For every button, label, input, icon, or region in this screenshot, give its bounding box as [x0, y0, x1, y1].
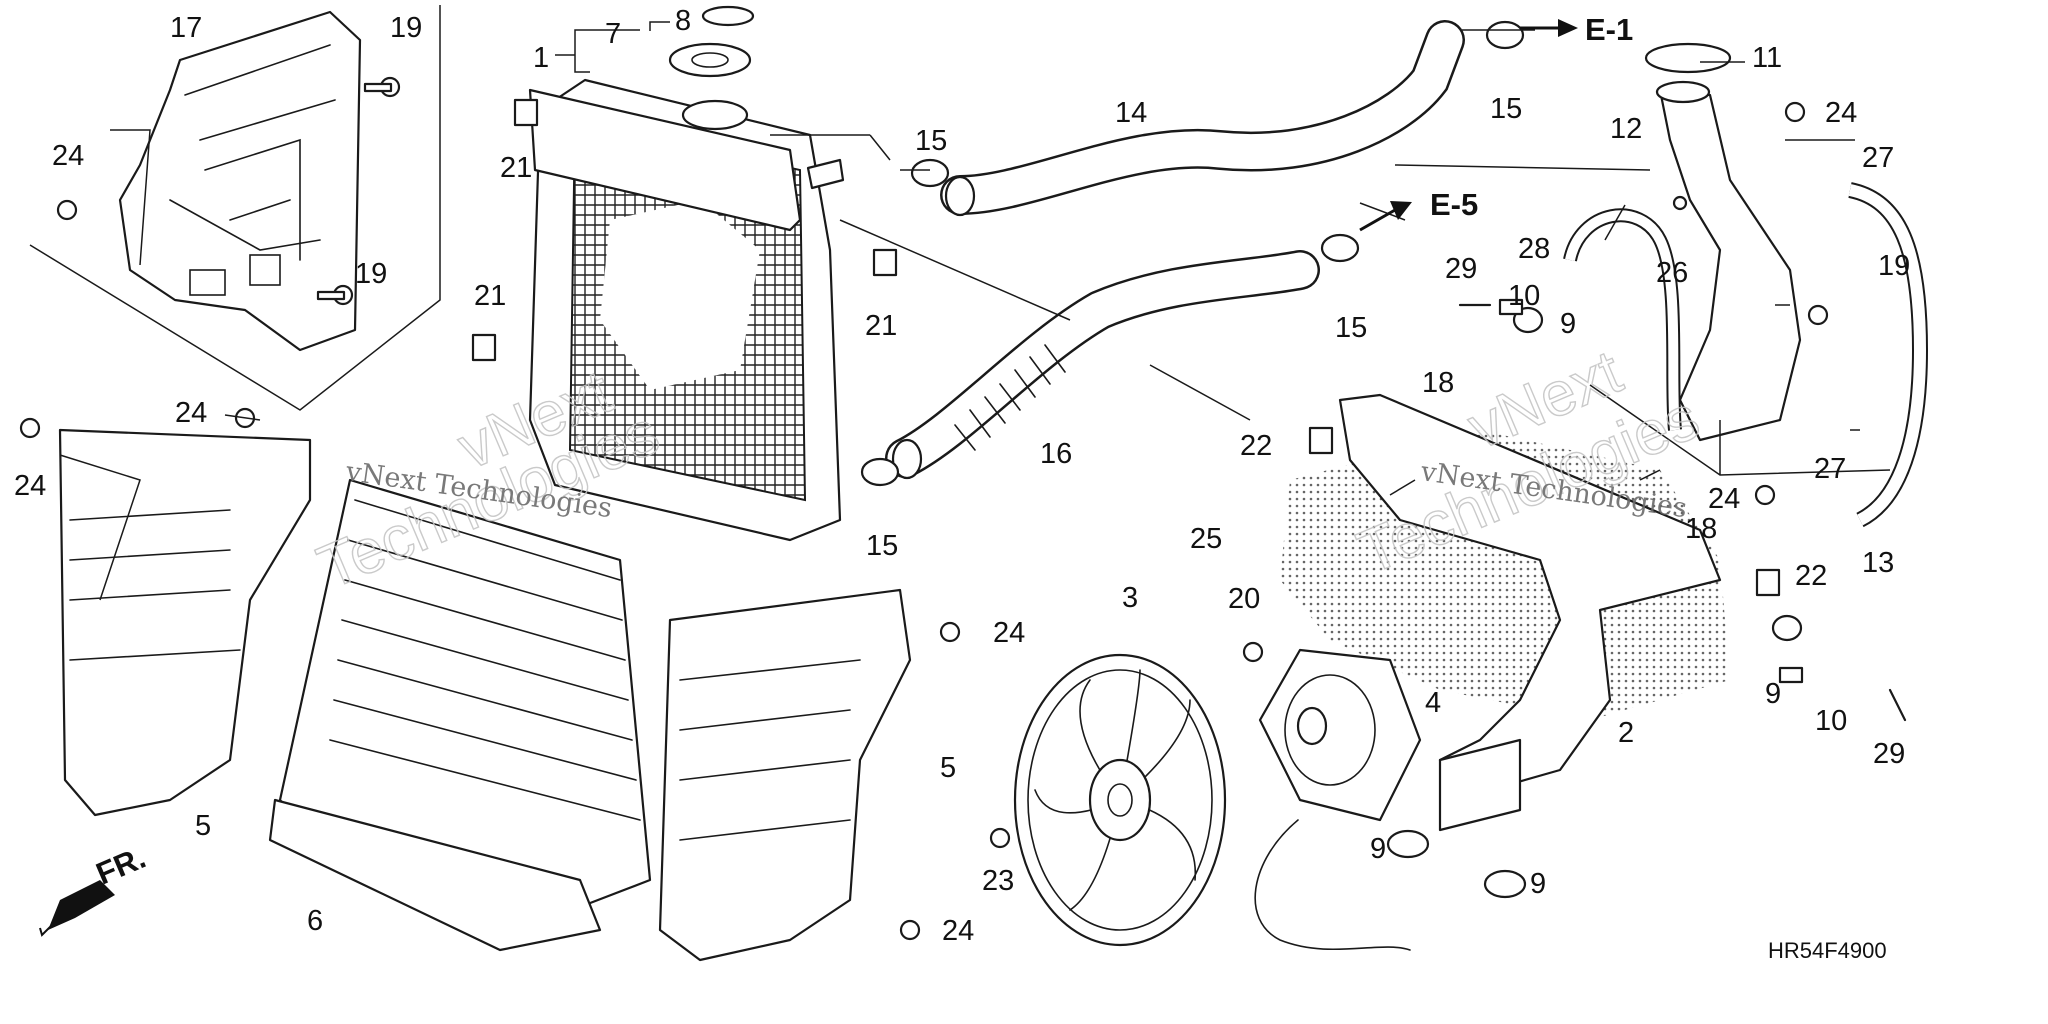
panel-17 [29, 5, 441, 411]
callout-label: 24 [1825, 97, 1857, 129]
side-cover-left [58, 428, 312, 817]
callout-label: 20 [1228, 583, 1260, 615]
radiator [528, 5, 845, 542]
callout-label: 8 [675, 5, 691, 37]
callout-label: 21 [474, 280, 506, 312]
callout-label: 9 [1370, 833, 1386, 865]
fan-shroud [1280, 393, 1730, 832]
callout-label: 22 [1795, 560, 1827, 592]
side-cover-right [658, 588, 912, 962]
callout-label: 24 [14, 470, 46, 502]
fan [1013, 653, 1227, 947]
callout-label: 10 [1508, 280, 1540, 312]
callout-label: 29 [1445, 253, 1477, 285]
callout-label: 29 [1873, 738, 1905, 770]
callout-label: 10 [1815, 705, 1847, 737]
callout-label: 6 [307, 905, 323, 937]
callout-label: 11 [1752, 42, 1782, 74]
callout-label: 21 [865, 310, 897, 342]
callout-label: 14 [1115, 97, 1147, 129]
callout-label: 5 [195, 810, 211, 842]
callout-label: 27 [1814, 453, 1846, 485]
callout-label: 28 [1518, 233, 1550, 265]
callout-label: 18 [1685, 513, 1717, 545]
callout-label: 22 [1240, 430, 1272, 462]
overflow-hose [1563, 182, 1929, 528]
diagram-code: HR54F4900 [1768, 938, 1887, 963]
callout-label: 19 [355, 258, 387, 290]
fan-motor [1254, 648, 1422, 951]
callout-label: 5 [940, 752, 956, 784]
callout-label: 24 [175, 397, 207, 429]
callout-label: 15 [1335, 312, 1367, 344]
callout-label: 21 [500, 152, 532, 184]
ref-e1: E-1 [1520, 12, 1633, 47]
upper-hose [940, 20, 1465, 217]
callout-label: 15 [1490, 93, 1522, 125]
callout-label: 3 [1122, 582, 1138, 614]
callout-label: 26 [1656, 257, 1688, 289]
callout-label: 15 [866, 530, 898, 562]
callout-label: 24 [52, 140, 84, 172]
callout-label: 24 [993, 617, 1025, 649]
front-arrow: FR. [39, 840, 151, 937]
callout-label: 25 [1190, 523, 1222, 555]
leader-lines [59, 21, 1891, 601]
ref-e1-label: E-1 [1585, 12, 1633, 47]
callout-label: 19 [390, 12, 422, 44]
callout-label: 4 [1425, 687, 1441, 719]
callout-label: 27 [1862, 142, 1894, 174]
callout-label: 12 [1610, 113, 1642, 145]
callout-label: 9 [1560, 308, 1576, 340]
callout-label: 13 [1862, 547, 1894, 579]
callout-label: 17 [170, 12, 202, 44]
fasteners [19, 20, 1907, 941]
ref-e5: E-5 [1359, 187, 1478, 232]
callout-label: 1 [533, 42, 549, 74]
callout-label: 9 [1765, 678, 1781, 710]
callout-label: 24 [1708, 483, 1740, 515]
grille [268, 478, 652, 952]
callout-label: 7 [605, 18, 621, 50]
callout-label: 23 [982, 865, 1014, 897]
callouts: 17 19 24 19 1 7 8 21 21 15 21 15 14 15 1… [14, 5, 1910, 947]
callout-label: 15 [915, 125, 947, 157]
callout-label: 18 [1422, 367, 1454, 399]
callout-label: 19 [1878, 250, 1910, 282]
reservoir-tank [1644, 42, 1802, 442]
callout-label: 16 [1040, 438, 1072, 470]
callout-label: 9 [1530, 868, 1546, 900]
callout-label: 2 [1618, 717, 1634, 749]
callout-label: 24 [942, 915, 974, 947]
lower-hose [885, 250, 1320, 480]
ref-e5-label: E-5 [1430, 187, 1478, 222]
